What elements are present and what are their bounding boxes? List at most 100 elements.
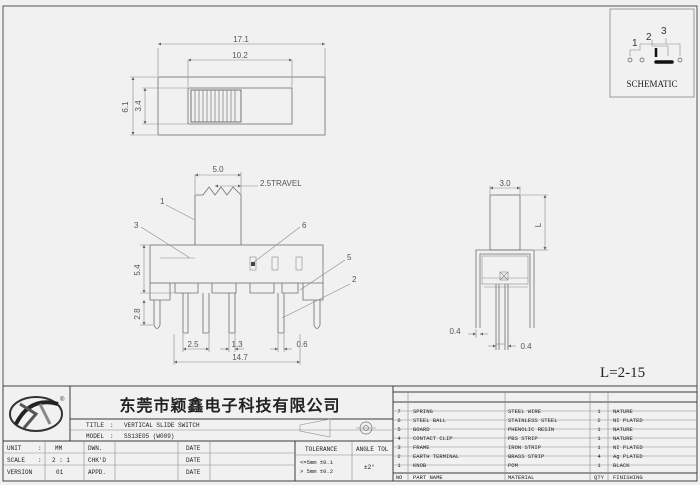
- dim-front-pitch-top: 5.0: [212, 165, 224, 174]
- schematic-pin-1: 1: [632, 38, 638, 49]
- date-label-3: DATE: [186, 469, 201, 476]
- svg-text:NI PLATED: NI PLATED: [613, 444, 643, 451]
- svg-text:1: 1: [597, 408, 601, 415]
- svg-text:PHENOLIC RESIN: PHENOLIC RESIN: [508, 426, 554, 433]
- side-view: 3.0 L 0.4 0.4: [449, 179, 548, 351]
- svg-text:PBS STRIP: PBS STRIP: [508, 435, 538, 442]
- dim-side-pin-b: 0.4: [520, 342, 532, 351]
- version-label: VERSION: [7, 469, 33, 476]
- chkd-label: CHK'D: [88, 457, 106, 464]
- title-label: TITLE: [86, 422, 104, 429]
- svg-text::: :: [38, 445, 42, 452]
- dim-top-lever-width: 10.2: [232, 51, 248, 60]
- svg-text:MATERIAL: MATERIAL: [508, 474, 534, 481]
- callout-1: 1: [160, 197, 165, 206]
- parts-row: 3 FRAME IRON STRIP 1 NI PLATED: [397, 444, 643, 451]
- svg-text:QTY: QTY: [594, 474, 605, 481]
- company-name: 东莞市颖鑫电子科技有限公司: [119, 396, 340, 415]
- svg-text:NATURE: NATURE: [613, 426, 634, 433]
- version-value: 01: [56, 469, 64, 476]
- dim-top-inner-height: 3.4: [134, 100, 143, 112]
- schematic-label: SCHEMATIC: [626, 79, 677, 89]
- svg-text:3: 3: [397, 444, 400, 451]
- callout-5: 5: [347, 253, 352, 262]
- svg-text:BOARD: BOARD: [413, 426, 430, 433]
- length-note: L=2-15: [600, 365, 645, 381]
- parts-row: 4 CONTACT CLIP PBS STRIP 1 NATURE: [397, 435, 633, 442]
- tolerance-line-1: <=5mm ±0.1: [300, 459, 334, 466]
- tolerance-label: TOLERANCE: [305, 446, 338, 453]
- angle-tol-value: ±2°: [364, 464, 375, 471]
- parts-row: 6 STEEL BALL STAINLESS STEEL 2 NI PLATED: [397, 417, 643, 424]
- svg-text:STAINLESS STEEL: STAINLESS STEEL: [508, 417, 558, 424]
- angle-tol-label: ANGLE TOL: [356, 446, 389, 453]
- dim-top-overall-width: 17.1: [233, 35, 249, 44]
- svg-text:IRON STRIP: IRON STRIP: [508, 444, 541, 451]
- svg-text:5: 5: [397, 426, 400, 433]
- parts-table: 7 SPRING STEEL WIRE 1 NATURE 6 STEEL BAL…: [393, 391, 697, 481]
- front-view: 5.0 2.5TRAVEL 1 3 6 5 2 5.4 2.8 2.5: [133, 165, 357, 365]
- svg-text:6: 6: [397, 417, 400, 424]
- schematic-pin-3: 3: [661, 26, 667, 37]
- svg-text:SPRING: SPRING: [413, 408, 433, 415]
- svg-text:1: 1: [397, 462, 401, 469]
- svg-text:Ag PLATED: Ag PLATED: [613, 453, 643, 460]
- svg-text:2: 2: [597, 417, 600, 424]
- svg-text:NATURE: NATURE: [613, 408, 634, 415]
- dwn-label: DWN.: [88, 445, 102, 452]
- date-label-2: DATE: [186, 457, 201, 464]
- dim-front-pin-pitch: 2.5: [187, 340, 199, 349]
- callout-6: 6: [302, 221, 307, 230]
- svg-text:1: 1: [597, 462, 601, 469]
- dim-top-height: 6.1: [121, 101, 130, 113]
- svg-text:NATURE: NATURE: [613, 435, 634, 442]
- dim-front-height: 5.4: [133, 264, 142, 276]
- svg-text::: :: [110, 422, 114, 429]
- svg-text:BLACK: BLACK: [613, 462, 630, 469]
- dim-side-width: 3.0: [499, 179, 511, 188]
- scale-label: SCALE: [7, 457, 25, 464]
- svg-text:7: 7: [397, 408, 400, 415]
- dim-front-travel: 2.5TRAVEL: [260, 179, 302, 188]
- svg-text::: :: [38, 457, 42, 464]
- tolerance-line-2: > 5mm ±0.2: [300, 468, 333, 475]
- svg-text:EARTH TERMINAL: EARTH TERMINAL: [413, 453, 459, 460]
- scale-value: 2 : 1: [52, 457, 70, 464]
- svg-text:NI PLATED: NI PLATED: [613, 417, 643, 424]
- svg-text:PART NAME: PART NAME: [413, 474, 443, 481]
- parts-table-header: NO PART NAME MATERIAL QTY FINISHING: [396, 474, 643, 481]
- projection-symbol: [299, 418, 376, 438]
- parts-row: 1 KNOB POM 1 BLACK: [397, 462, 630, 469]
- company-logo: ®: [9, 396, 65, 432]
- title-value: VERTICAL SLIDE SWITCH: [124, 422, 200, 429]
- svg-text:STEEL BALL: STEEL BALL: [413, 417, 446, 424]
- parts-row: 2 EARTH TERMINAL BRASS STRIP 4 Ag PLATED: [397, 453, 643, 460]
- svg-text:FRAME: FRAME: [413, 444, 430, 451]
- svg-text:1: 1: [597, 426, 601, 433]
- appd-label: APPD.: [88, 469, 106, 476]
- model-label: MODEL: [86, 433, 104, 440]
- svg-text:4: 4: [397, 435, 401, 442]
- dim-front-pin-width: 1.3: [231, 340, 243, 349]
- svg-text:®: ®: [60, 396, 65, 403]
- date-label-1: DATE: [186, 445, 201, 452]
- dim-side-height: L: [534, 222, 543, 227]
- svg-text:NO: NO: [396, 474, 403, 481]
- svg-text:POM: POM: [508, 462, 518, 469]
- svg-text:4: 4: [597, 453, 601, 460]
- schematic: 1 2 3 SCHEMATIC: [609, 8, 695, 98]
- svg-text:1: 1: [597, 435, 601, 442]
- dim-front-overall-width: 14.7: [232, 353, 248, 362]
- callout-3: 3: [134, 221, 139, 230]
- parts-row: 7 SPRING STEEL WIRE 1 NATURE: [397, 408, 633, 415]
- dim-side-pin-a: 0.4: [449, 327, 461, 336]
- svg-text::: :: [110, 433, 114, 440]
- unit-value: MM: [55, 445, 63, 452]
- title-block: ® 东莞市颖鑫电子科技有限公司 TITLE : VERTICAL SLIDE S…: [2, 385, 698, 482]
- svg-text:CONTACT CLIP: CONTACT CLIP: [413, 435, 453, 442]
- top-view: 17.1 10.2 6.1 3.4: [121, 35, 326, 136]
- unit-label: UNIT: [7, 445, 22, 452]
- dim-front-pin-thickness: 0.6: [296, 340, 308, 349]
- model-value: SS13E05 (W009): [124, 433, 174, 440]
